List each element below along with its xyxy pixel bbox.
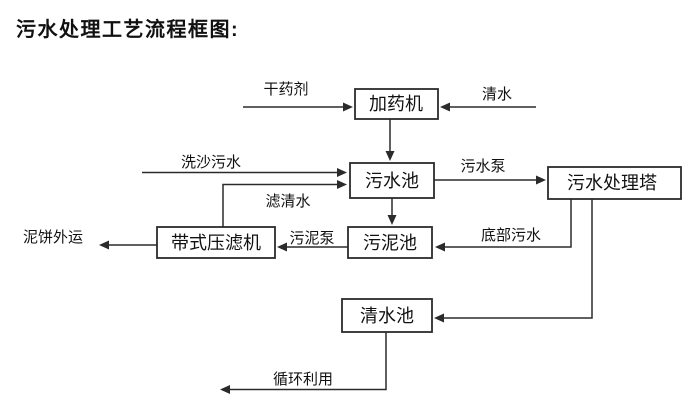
arrow-bottom-sewage-tower-to-sludge-pool [435, 199, 572, 252]
node-belt-filter-press-label: 带式压滤机 [171, 233, 261, 253]
flow-label-clean-water: 清水 [482, 86, 512, 103]
flow-label-bottom-sewage: 底部污水 [481, 227, 541, 244]
node-sludge-pool-box [347, 226, 433, 259]
node-treatment-tower-label: 污水处理塔 [567, 173, 657, 193]
node-sludge-pool-label: 污泥池 [363, 233, 417, 253]
flow-label-sewage-pump: 污水泵 [460, 158, 505, 175]
page-title: 污水处理工艺流程框图: [16, 19, 240, 41]
arrow-clean-water-pool-to-recycling [220, 332, 387, 394]
flow-label-filtered-water: 滤清水 [265, 193, 310, 210]
node-sewage-pool-box [349, 162, 435, 199]
node-clean-water-pool-box [341, 298, 433, 333]
node-dosing-machine-box [354, 88, 439, 120]
node-sewage-pool-label: 污水池 [365, 171, 419, 191]
arrow-filtered-water-press-to-sewage-pool [222, 180, 347, 227]
node-clean-water-pool-label: 清水池 [360, 306, 414, 326]
node-treatment-tower-box [547, 166, 682, 200]
flow-label-sand-washing-sewage: 洗沙污水 [181, 154, 241, 171]
flow-label-recycling-use: 循环利用 [273, 371, 333, 388]
node-belt-filter-press-box [156, 226, 276, 259]
node-dosing-machine-label: 加药机 [369, 94, 423, 114]
flow-label-sludge-pump: 污泥泵 [289, 230, 334, 247]
flow-label-dry-agent: 干药剂 [263, 81, 308, 98]
flow-label-mud-cake-outbound: 泥饼外运 [23, 229, 83, 246]
arrow-tower-to-clean-water-pool [434, 199, 593, 323]
